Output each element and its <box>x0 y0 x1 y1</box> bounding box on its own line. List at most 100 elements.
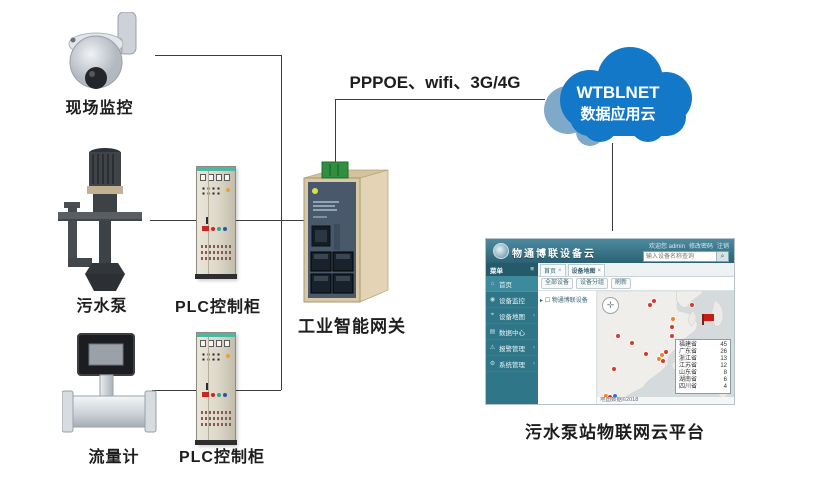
cabinet-amber-light <box>226 188 230 192</box>
map-device-marker[interactable] <box>613 393 618 398</box>
platform-logo <box>493 243 509 259</box>
platform-title: 物通博联设备云 <box>512 249 596 260</box>
map-device-marker[interactable] <box>660 353 665 358</box>
cabinet-top-strip <box>197 167 235 171</box>
camera-illustration <box>68 12 137 89</box>
cabinet-door-seam <box>208 337 209 440</box>
chevron-right-icon: › <box>533 344 535 351</box>
sidebar-item-home[interactable]: ⌂ 首页 <box>486 276 538 292</box>
cabinet-indicator-lights <box>201 352 222 363</box>
map-device-marker[interactable] <box>664 349 669 354</box>
alarm-icon: ⚠ <box>489 345 496 351</box>
close-icon[interactable]: × <box>558 267 562 274</box>
cabinet-door-seam <box>208 171 209 274</box>
connector-to-cloud <box>335 99 545 100</box>
map-icon: ⌖ <box>490 312 495 318</box>
sidebar-item-data-center[interactable]: ▤ 数据中心 <box>486 324 538 340</box>
tree-item-label[interactable]: 物通博联设备 <box>551 298 588 304</box>
map-device-marker[interactable] <box>612 366 617 371</box>
device-search-input[interactable] <box>644 252 716 261</box>
flow-meter-label: 流量计 <box>88 449 140 466</box>
map-device-marker[interactable] <box>629 340 634 345</box>
all-devices-button[interactable]: 全部设备 <box>541 278 574 289</box>
map-device-marker[interactable] <box>651 298 656 303</box>
platform-header: 物通博联设备云 欢迎您 admin 修改密码 注销 ⌕ <box>486 239 734 263</box>
map-device-marker[interactable] <box>657 356 662 361</box>
checkbox-icon[interactable]: ☐ <box>544 298 551 304</box>
close-icon[interactable]: × <box>597 267 602 274</box>
pump-illustration <box>58 148 142 291</box>
gateway-illustration <box>303 161 389 303</box>
platform-header-links: 欢迎您 admin 修改密码 注销 <box>649 241 729 250</box>
cabinet-label-strip <box>201 251 231 254</box>
cloud-illustration: WTBLNET 数据应用云 <box>544 47 692 146</box>
map-device-marker[interactable] <box>661 358 666 363</box>
plc-cabinet-1 <box>195 166 237 279</box>
cabinet-label-strip <box>201 417 231 420</box>
cabinet-label-strip <box>201 411 231 414</box>
platform-sidebar: 菜单 ≡ ⌂ 首页 ◉ 设备监控 ⌖ 设备地图 › ▤ <box>486 263 538 404</box>
platform-caption: 污水泵站物联网云平台 <box>525 423 705 442</box>
map-device-marker[interactable] <box>643 352 648 357</box>
refresh-button[interactable]: 刷新 <box>611 278 632 289</box>
map-device-marker[interactable] <box>616 333 621 338</box>
search-icon[interactable]: ⌕ <box>716 252 728 261</box>
tree-expand-icon[interactable]: ▸ <box>540 298 544 304</box>
cabinet-label-strip <box>201 245 231 248</box>
connector-camera-trunk <box>155 55 281 56</box>
cloud-text-line1: WTBLNET <box>576 83 660 102</box>
cabinet-amber-light <box>226 354 230 358</box>
map-device-marker[interactable] <box>669 333 674 338</box>
cloud-platform-screenshot: 物通博联设备云 欢迎您 admin 修改密码 注销 ⌕ 菜单 ≡ ⌂ 首页 <box>485 238 735 405</box>
cloud-text-line2: 数据应用云 <box>580 105 655 123</box>
map-zoom-control[interactable]: ✛ <box>602 297 619 314</box>
cabinet-indicator-lights <box>201 186 222 197</box>
plc-cabinet-1-label: PLC控制柜 <box>174 299 261 316</box>
plc-cabinet-2 <box>195 332 237 445</box>
sidebar-header-label: 菜单 <box>490 267 503 275</box>
menu-icon[interactable]: ≡ <box>530 266 534 273</box>
cabinet-handle <box>206 217 208 224</box>
map-device-marker[interactable] <box>607 394 612 399</box>
map-device-marker[interactable] <box>669 324 674 329</box>
home-icon: ⌂ <box>490 280 495 287</box>
plc-cabinet-2-label: PLC控制柜 <box>178 449 265 466</box>
map-device-marker[interactable] <box>690 303 695 308</box>
tab-home[interactable]: 首页 × <box>540 264 566 276</box>
tab-device-map[interactable]: 设备地图 × <box>567 264 606 276</box>
pump-label: 污水泵 <box>76 298 128 315</box>
welcome-link[interactable]: 欢迎您 admin <box>648 244 685 250</box>
map-attribution: 地图数据©2018 <box>597 397 734 404</box>
data-icon: ▤ <box>489 329 496 335</box>
device-search-box: ⌕ <box>643 251 729 262</box>
chevron-right-icon: › <box>533 312 535 319</box>
link-type-label: PPPOE、wifi、3G/4G <box>349 73 521 92</box>
flow-meter-illustration <box>62 333 157 433</box>
map-flag-marker[interactable] <box>702 313 715 325</box>
device-group-button[interactable]: 设备分组 <box>576 278 609 289</box>
sidebar-item-system[interactable]: ⚙ 系统管理 › <box>486 356 538 372</box>
sidebar-item-alarm[interactable]: ⚠ 报警管理 › <box>486 340 538 356</box>
logout-link[interactable]: 注销 <box>716 244 729 250</box>
chevron-right-icon: › <box>533 360 535 367</box>
cabinet-buttons <box>202 392 227 397</box>
map-device-marker[interactable] <box>670 316 675 321</box>
sidebar-header: 菜单 ≡ <box>486 263 538 276</box>
map-device-marker[interactable] <box>647 303 652 308</box>
sidebar-item-device-map[interactable]: ⌖ 设备地图 › <box>486 308 538 324</box>
device-tree-panel: ▸ ☐ 物通博联设备 <box>538 291 597 404</box>
connector-trunk-vertical <box>281 55 282 390</box>
connector-cloud-platform <box>612 143 613 231</box>
map-device-marker[interactable] <box>603 393 608 398</box>
map-markers <box>597 291 734 404</box>
cabinet-top-strip <box>197 333 235 337</box>
change-password-link[interactable]: 修改密码 <box>688 244 713 250</box>
camera-label: 现场监控 <box>65 100 134 117</box>
sidebar-item-device-monitor[interactable]: ◉ 设备监控 <box>486 292 538 308</box>
platform-toolbar: 全部设备 设备分组 刷新 <box>538 277 734 291</box>
cabinet-handle <box>206 383 208 390</box>
cabinet-base <box>195 440 237 445</box>
cabinet-label-strip <box>201 423 231 426</box>
